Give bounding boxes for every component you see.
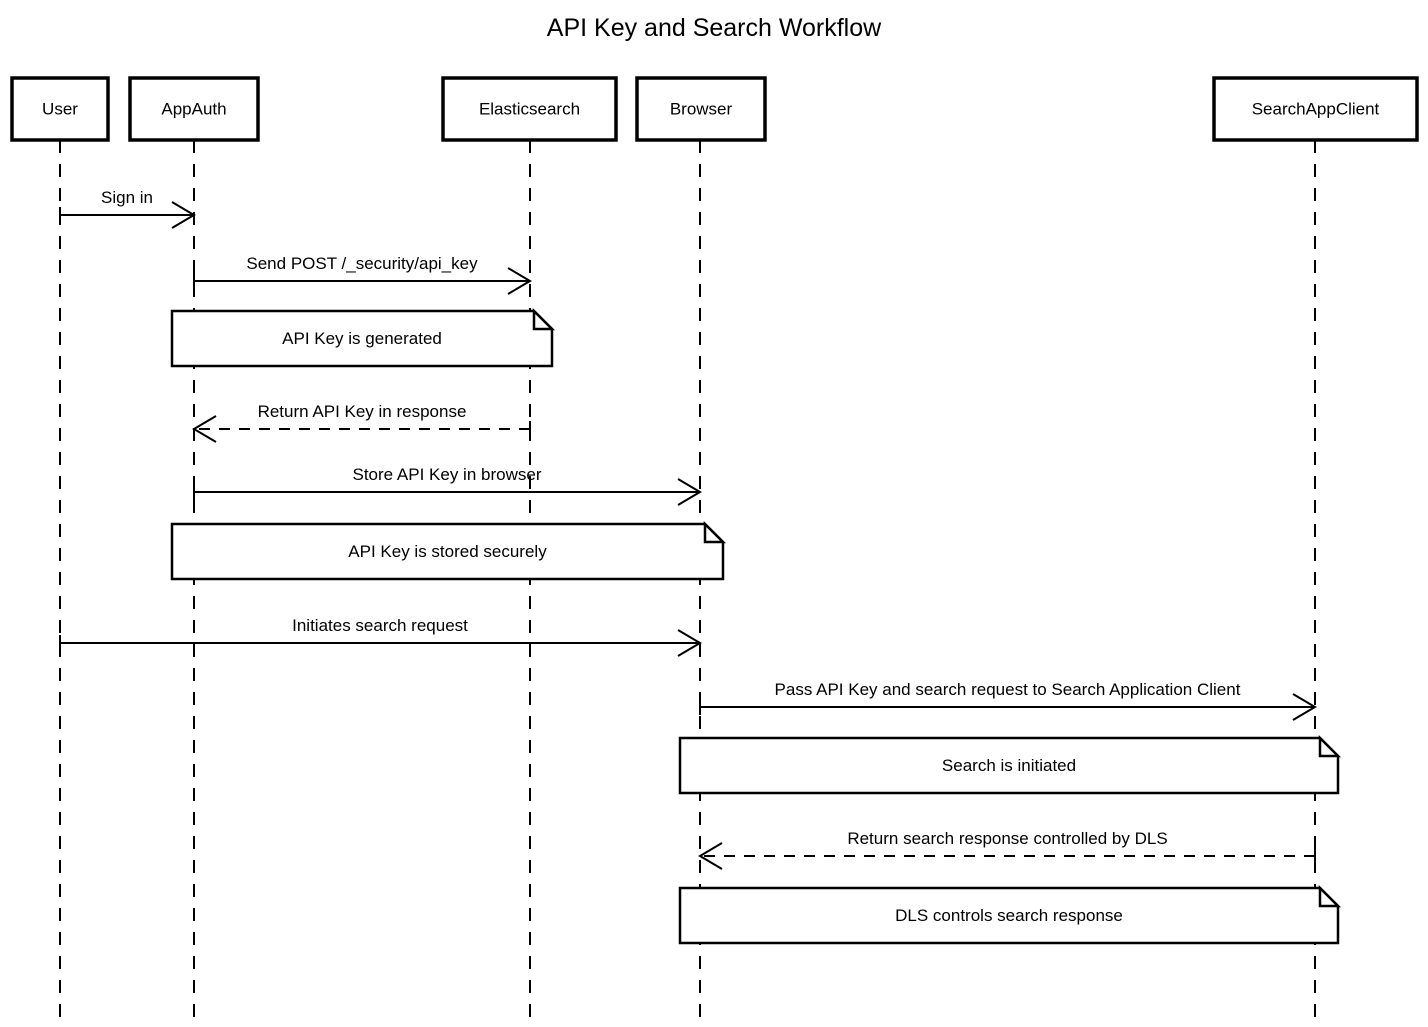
note-body <box>170 522 725 581</box>
message-m2: Send POST /_security/api_key <box>193 254 532 295</box>
message-label: Return API Key in response <box>258 402 467 421</box>
page-title: API Key and Search Workflow <box>547 14 882 42</box>
participant-box[interactable] <box>10 76 110 142</box>
note-label: DLS controls search response <box>895 906 1123 925</box>
message-m3: Return API Key in response <box>192 402 531 443</box>
participant-box[interactable] <box>1212 76 1419 142</box>
note-fold-corner <box>1318 734 1342 758</box>
message-label: Pass API Key and search request to Searc… <box>775 680 1241 699</box>
message-m4: Store API Key in browser <box>193 465 702 506</box>
participant-box[interactable] <box>441 76 618 142</box>
message-label: Sign in <box>101 188 153 207</box>
note-n1: API Key is generated <box>170 307 556 368</box>
message-arrowhead <box>677 629 702 657</box>
note-fold-corner <box>703 520 727 544</box>
participant-label: Elasticsearch <box>479 99 580 118</box>
message-m6: Pass API Key and search request to Searc… <box>699 680 1317 721</box>
message-label: Store API Key in browser <box>353 465 542 484</box>
participants-group: User AppAuth Elasticsearch Browser SearchApp… <box>10 76 1419 142</box>
message-arrowhead <box>171 201 196 229</box>
note-n2: API Key is stored securely <box>170 520 727 581</box>
message-label: Return search response controlled by DLS <box>847 829 1167 848</box>
note-n3: Search is initiated <box>678 734 1342 795</box>
participant-browser[interactable]: Browser <box>635 76 767 142</box>
message-label: Initiates search request <box>292 616 468 635</box>
note-label: Search is initiated <box>942 756 1076 775</box>
note-body <box>170 309 554 368</box>
message-m5: Initiates search request <box>59 616 702 657</box>
message-label: Send POST /_security/api_key <box>246 254 478 273</box>
message-arrowhead <box>698 842 723 870</box>
note-fold-corner <box>532 307 556 331</box>
note-fold-corner <box>1318 884 1342 908</box>
messages-group: Sign in Send POST /_security/api_keyRetur… <box>59 188 1317 870</box>
note-label: API Key is generated <box>282 329 442 348</box>
participant-searchapp[interactable]: SearchAppClient <box>1212 76 1419 142</box>
participant-user[interactable]: User <box>10 76 110 142</box>
participant-label: Browser <box>670 99 733 118</box>
note-body <box>678 886 1340 945</box>
participant-label: SearchAppClient <box>1252 99 1380 118</box>
participant-box[interactable] <box>128 76 260 142</box>
participant-appauth[interactable]: AppAuth <box>128 76 260 142</box>
participant-label: AppAuth <box>161 99 226 118</box>
message-arrowhead <box>677 478 702 506</box>
participant-elastic[interactable]: Elasticsearch <box>441 76 618 142</box>
message-arrowhead <box>192 415 217 443</box>
message-m7: Return search response controlled by DLS <box>698 829 1316 870</box>
note-n4: DLS controls search response <box>678 884 1342 945</box>
note-label: API Key is stored securely <box>348 542 547 561</box>
message-arrowhead <box>507 267 532 295</box>
message-arrowhead <box>1292 693 1317 721</box>
message-m1: Sign in <box>59 188 196 229</box>
participant-box[interactable] <box>635 76 767 142</box>
note-body <box>678 736 1340 795</box>
participant-label: User <box>42 99 78 118</box>
